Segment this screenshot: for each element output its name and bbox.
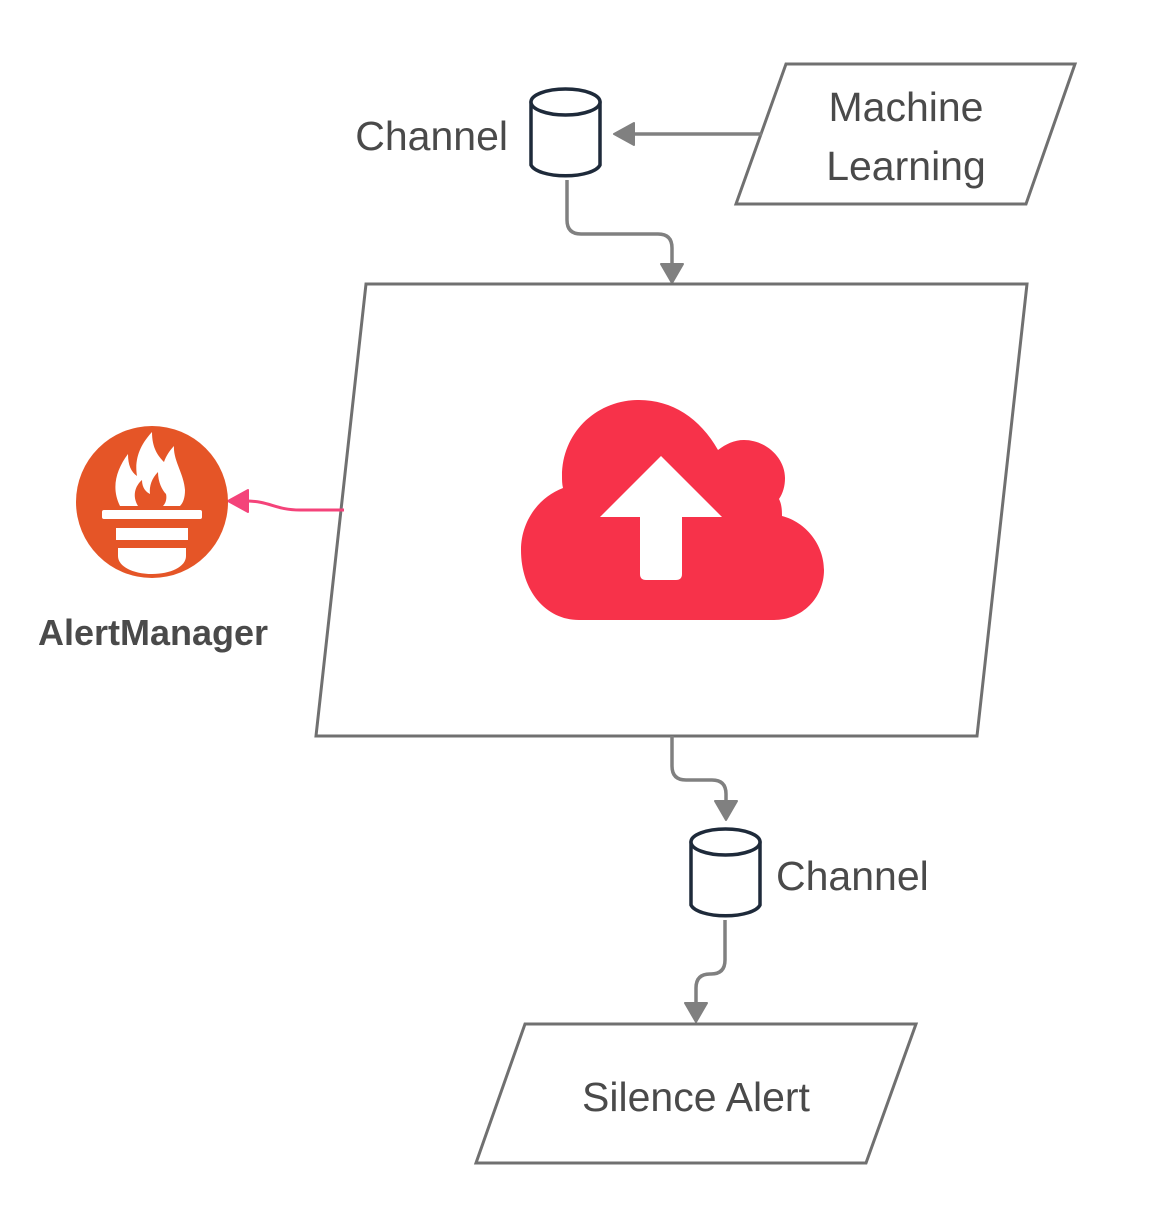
connector-channel-to-process	[565, 180, 684, 284]
database-cylinder-icon	[689, 827, 762, 918]
cloud-upload-icon	[521, 400, 824, 620]
channel-top-label: Channel	[355, 113, 508, 159]
arrowhead-icon	[660, 263, 684, 284]
connector-channel-to-silence	[684, 920, 727, 1023]
arrowhead-icon	[684, 1002, 708, 1023]
channel-bottom-node[interactable]: Channel	[689, 827, 929, 918]
machine-learning-label-line1: Machine	[829, 84, 984, 130]
connector-process-to-alertmanager	[227, 489, 344, 513]
prometheus-flame-icon	[76, 426, 228, 578]
machine-learning-label-line2: Learning	[826, 143, 986, 189]
arrowhead-icon	[613, 122, 635, 146]
connector-process-to-channel	[670, 736, 738, 821]
arrowhead-icon	[227, 489, 249, 513]
connector-ml-to-channel	[613, 122, 762, 146]
machine-learning-shape	[733, 62, 1078, 206]
alertmanager-label: AlertManager	[38, 612, 268, 653]
channel-bottom-label: Channel	[776, 853, 929, 899]
arrowhead-icon	[714, 800, 738, 821]
silence-alert-node[interactable]: Silence Alert	[473, 1022, 919, 1165]
channel-top-node[interactable]: Channel	[355, 87, 602, 178]
machine-learning-node[interactable]: Machine Learning	[733, 62, 1078, 206]
silence-alert-label: Silence Alert	[582, 1074, 811, 1120]
database-cylinder-icon	[529, 87, 602, 178]
main-process-node[interactable]	[314, 282, 1029, 738]
alertmanager-node[interactable]: AlertManager	[38, 426, 268, 653]
silence-alert-shape	[473, 1022, 919, 1165]
